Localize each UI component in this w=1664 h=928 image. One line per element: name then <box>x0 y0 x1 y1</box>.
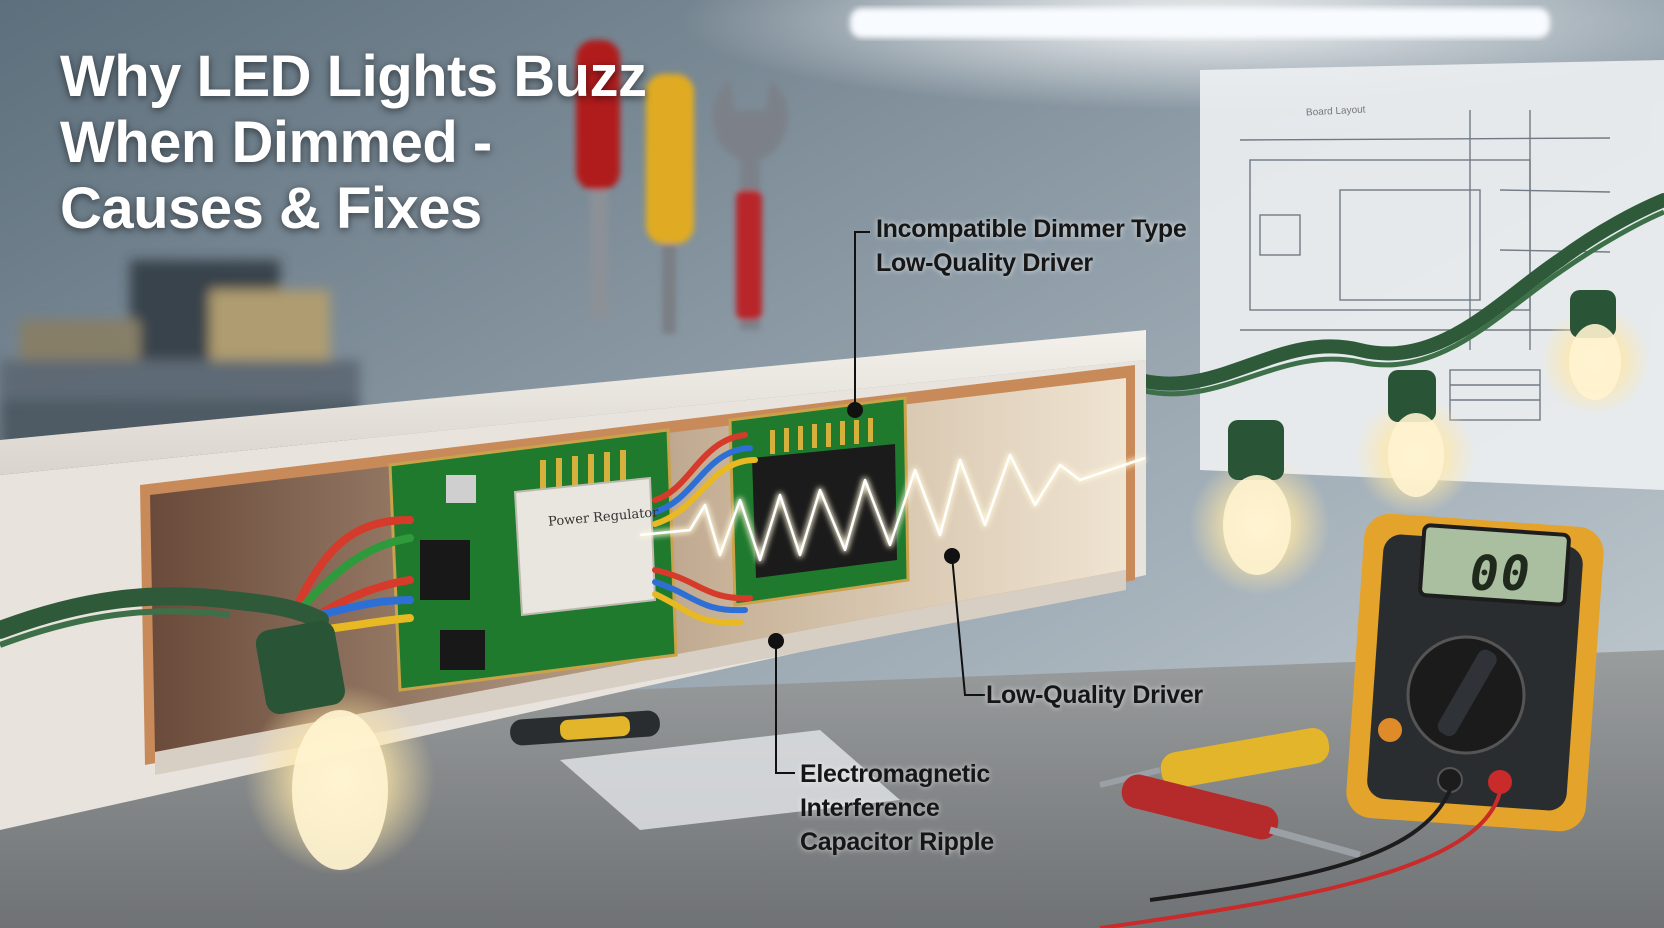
bench-paper <box>560 730 900 830</box>
callout-right-line-1: Low-Quality Driver <box>986 681 1203 709</box>
callout-dots <box>768 402 960 649</box>
callout-bottom: Electromagnetic Interference Capacitor R… <box>800 757 994 859</box>
callout-top-line-2: Low-Quality Driver <box>876 249 1093 277</box>
headline-line-1: Why LED Lights Buzz <box>60 44 647 109</box>
light-string-right <box>1133 193 1664 391</box>
hanging-tools <box>576 40 789 334</box>
bulb-right-3 <box>1540 290 1650 415</box>
multimeter <box>1099 513 1604 928</box>
headline: Why LED Lights Buzz When Dimmed - Causes… <box>60 44 680 242</box>
bulb-right-1 <box>1190 420 1330 595</box>
callout-bottom-line-2: Interference <box>800 794 940 822</box>
regulator-chip <box>513 476 657 617</box>
bulb-left <box>245 620 435 875</box>
board-wires <box>652 432 758 626</box>
multimeter-display: 00 <box>1470 546 1532 602</box>
callout-right: Low-Quality Driver <box>986 678 1203 712</box>
bulb-right-2 <box>1355 370 1475 515</box>
light-string-left <box>0 587 329 639</box>
headline-line-3: Causes & Fixes <box>60 176 482 241</box>
callout-bottom-line-3: Capacitor Ripple <box>800 828 994 856</box>
callout-leaders <box>775 231 985 774</box>
headline-line-2: When Dimmed - <box>60 110 492 175</box>
bench-screwdriver-left <box>510 710 660 746</box>
ceiling-light-tube <box>850 8 1550 38</box>
callout-top-line-1: Incompatible Dimmer Type <box>876 215 1187 243</box>
bench-screwdriver-red <box>1121 774 1361 859</box>
callout-bottom-line-1: Electromagnetic <box>800 760 991 788</box>
callout-top: Incompatible Dimmer Type Low-Quality Dri… <box>876 212 1187 280</box>
